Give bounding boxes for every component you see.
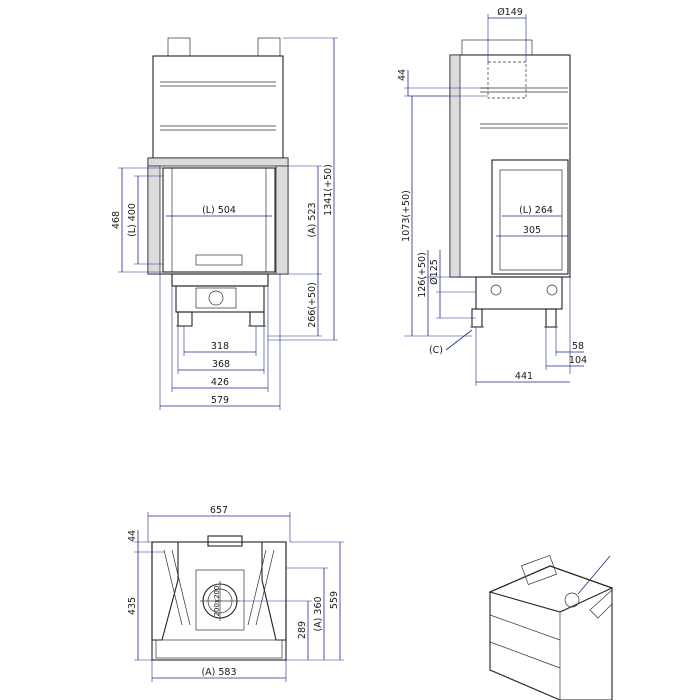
front-glass-width: (L) 504	[202, 205, 236, 216]
plan-view: 200x200 657 (A) 583 44 435 289 (A) 360 5…	[127, 505, 344, 682]
front-height-523: (A) 523	[307, 202, 318, 237]
isometric-view	[488, 555, 614, 700]
side-height-1073: 1073(+50)	[401, 190, 412, 242]
side-depth-104: 104	[569, 355, 587, 366]
side-height-126: 126(+50)	[417, 252, 428, 298]
plan-depth-360: (A) 360	[313, 596, 324, 631]
side-width-305: 305	[523, 225, 541, 236]
side-air-inlet: Ø125	[429, 259, 440, 285]
plan-depth-289: 289	[297, 621, 308, 639]
plan-depth-435: 435	[127, 597, 138, 615]
plan-top-offset: 44	[127, 530, 138, 542]
front-width-318: 318	[211, 341, 229, 352]
front-view: (L) 504 318 368 426 579 468 (L) 400 (A) …	[111, 37, 338, 410]
side-flue-diameter: Ø149	[497, 7, 523, 18]
plan-depth-559: 559	[329, 591, 340, 609]
front-height-468: 468	[111, 211, 122, 229]
front-height-266: 266(+50)	[307, 282, 318, 328]
side-depth-58: 58	[572, 341, 584, 352]
front-width-579: 579	[211, 395, 229, 406]
plan-width-583: (A) 583	[201, 667, 236, 678]
front-width-368: 368	[212, 359, 230, 370]
side-glass-width: (L) 264	[519, 205, 553, 216]
side-depth-441: 441	[515, 371, 533, 382]
side-view: Ø149 44 (L) 264 305 1073(+50) 126(+50) Ø…	[397, 7, 587, 386]
front-width-426: 426	[211, 377, 229, 388]
front-height-400: (L) 400	[127, 203, 138, 237]
side-top-offset: 44	[397, 69, 408, 81]
plan-opening: 200x200	[213, 586, 221, 617]
side-inlet-label: (C)	[429, 345, 443, 356]
plan-width-657: 657	[210, 505, 228, 516]
front-height-total: 1341(+50)	[323, 164, 334, 216]
